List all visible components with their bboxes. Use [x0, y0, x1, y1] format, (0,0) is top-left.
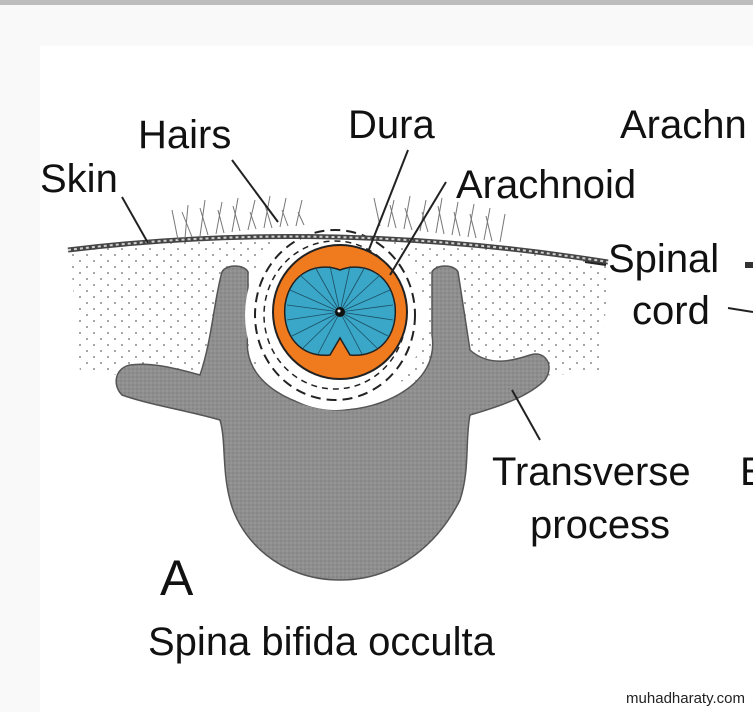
spinal-leader: [584, 261, 607, 266]
label-arachnoid: Arachnoid: [456, 163, 636, 207]
cord-striations: [286, 265, 394, 355]
label-process: process: [530, 503, 670, 547]
label-transverse: Transverse: [492, 450, 691, 494]
cord-leader: [727, 307, 753, 313]
label-skin: Skin: [40, 157, 118, 201]
dura-line: [254, 229, 416, 401]
label-cord: cord: [632, 289, 710, 333]
vertebra-bone: [115, 265, 550, 581]
hairs: [171, 195, 506, 243]
label-dura: Dura: [348, 103, 435, 147]
edge-letter: E: [740, 450, 753, 494]
hairs-leader: [231, 159, 279, 223]
panel-letter: A: [160, 550, 194, 606]
leader-lines: [121, 149, 753, 441]
label-arachnoid-cut: Arachn: [620, 103, 747, 147]
dura-leader: [367, 149, 409, 253]
spinal-marker: [745, 262, 753, 268]
top-border: [0, 0, 753, 5]
skin-leader: [121, 196, 149, 244]
caption: Spina bifida occulta: [148, 620, 496, 664]
watermark: muhadharaty.com: [624, 690, 747, 707]
arachnoid-leader: [389, 181, 447, 276]
label-hairs: Hairs: [138, 113, 231, 157]
label-spinal: Spinal: [608, 237, 719, 281]
transverse-leader: [511, 389, 541, 441]
